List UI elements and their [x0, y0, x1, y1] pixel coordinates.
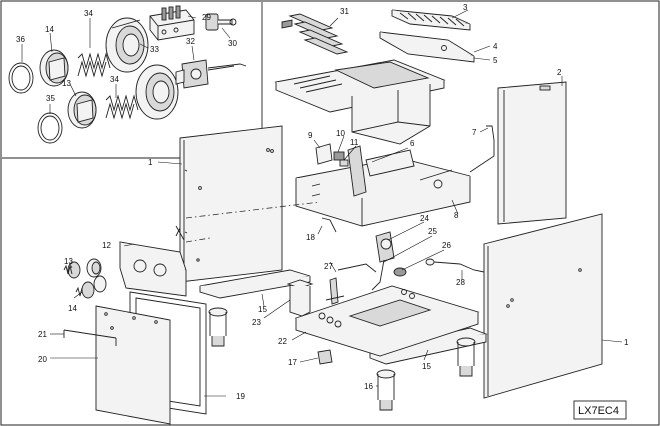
part-34-spring: [77, 52, 111, 78]
model-code-box: LX7EC4: [573, 400, 627, 420]
callout-26: 26: [442, 241, 451, 250]
callout-1b: 1: [624, 338, 629, 347]
callout-34b: 34: [110, 75, 119, 84]
part-30-plug: [205, 13, 237, 31]
callout-30: 30: [228, 39, 237, 48]
part-32-thermostat: [175, 59, 247, 89]
part-4-5-top-frame: [379, 31, 475, 63]
part-13-14-knobs-front: [63, 258, 107, 299]
part-2-back-panel: [497, 81, 567, 225]
part-8-burner-tray: [295, 157, 471, 227]
callout-14b: 14: [68, 304, 77, 313]
model-code: LX7EC4: [578, 405, 619, 417]
callout-36: 36: [16, 35, 25, 44]
part-16-foot: [376, 369, 396, 411]
callout-16: 16: [364, 382, 373, 391]
callout-8: 8: [454, 211, 459, 220]
callout-18: 18: [306, 233, 315, 242]
part-23-foot-left: [286, 279, 314, 317]
part-foot-front-left: [208, 307, 228, 347]
callout-14a: 14: [45, 25, 54, 34]
callout-labels: 1 1 2 3 4 5 6 7 8 9 10 11 12 13 13 14 14…: [16, 3, 629, 401]
inset-parts: [8, 5, 247, 144]
part-20-door: [95, 305, 171, 425]
callout-17: 17: [288, 358, 297, 367]
part-29-terminal-block: [149, 5, 195, 41]
callout-11: 11: [350, 138, 359, 147]
part-33-bezel: [105, 17, 149, 73]
part-foot-right: [456, 337, 476, 377]
callout-22: 22: [278, 337, 287, 346]
part-1-side-panel-left: [175, 125, 283, 283]
assembly-center-line-2: [185, 237, 211, 243]
part-12-control-panel: [119, 241, 187, 297]
part-34-spring-lower: [105, 94, 139, 120]
callout-10: 10: [336, 129, 345, 138]
leader-lines: [50, 9, 623, 397]
callout-6: 6: [410, 139, 415, 148]
model-code-frame: [573, 400, 627, 420]
callout-15b: 15: [422, 362, 431, 371]
part-17-clip: [317, 349, 333, 365]
callout-32: 32: [186, 37, 195, 46]
callout-24: 24: [420, 214, 429, 223]
callout-9: 9: [308, 131, 313, 140]
callout-21: 21: [38, 330, 47, 339]
part-15-rail-left: [199, 269, 311, 299]
callout-34a: 34: [84, 9, 93, 18]
callout-33: 33: [150, 45, 159, 54]
part-36-ring: [8, 62, 34, 94]
callout-5: 5: [493, 56, 498, 65]
callout-1a: 1: [148, 158, 153, 167]
callout-15a: 15: [258, 305, 267, 314]
part-26-fitting: [393, 267, 407, 277]
callout-23: 23: [252, 318, 261, 327]
callout-13b: 13: [62, 79, 71, 88]
part-1-side-panel-right: [483, 213, 603, 399]
part-28-cable: [425, 258, 485, 273]
part-25-pipe: [337, 259, 385, 291]
part-fryer-top-tank: [274, 59, 446, 145]
part-13-knob: [67, 91, 97, 129]
callout-2: 2: [557, 68, 562, 77]
callout-13a: 13: [64, 257, 73, 266]
callout-35: 35: [46, 94, 55, 103]
part-22-base-tray: [294, 285, 480, 357]
callout-4: 4: [493, 42, 498, 51]
part-18-wire: [321, 217, 337, 233]
part-3-top-grille: [391, 9, 471, 31]
part-33-bezel-lower: [135, 64, 179, 120]
callout-19: 19: [236, 392, 245, 401]
callout-3: 3: [463, 3, 468, 12]
callout-29: 29: [202, 13, 211, 22]
part-9-10-11-switch-parts: [315, 143, 349, 167]
part-31-heating-elements: [281, 13, 349, 55]
callout-7: 7: [472, 128, 477, 137]
callout-27: 27: [324, 262, 333, 271]
part-14-knob: [39, 49, 69, 87]
part-7-tube: [469, 125, 495, 173]
callout-20: 20: [38, 355, 47, 364]
callout-31: 31: [340, 7, 349, 16]
callout-28: 28: [456, 278, 465, 287]
callout-25: 25: [428, 227, 437, 236]
assembly-center-line: [185, 201, 321, 219]
callout-12: 12: [102, 241, 111, 250]
part-27-injector: [325, 277, 345, 305]
part-6-element-bracket: [347, 145, 415, 197]
